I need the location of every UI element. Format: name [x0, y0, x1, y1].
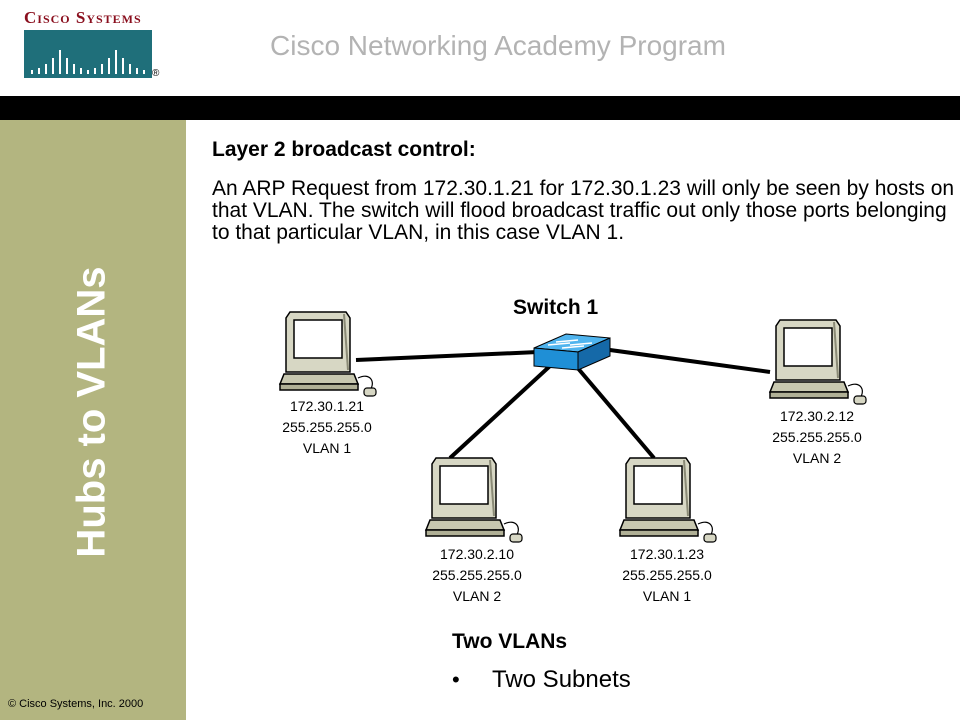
logo-text: Cisco Systems — [24, 8, 142, 27]
network-diagram — [279, 311, 867, 543]
sidebar-title: Hubs to VLANs — [69, 266, 114, 558]
logo-registered-mark: ® — [152, 68, 160, 79]
bullet-text: Two Subnets — [492, 666, 631, 693]
link-host-4 — [609, 348, 771, 374]
host-vlan: VLAN 2 — [792, 450, 842, 466]
switch-icon — [533, 333, 611, 371]
link-host-2 — [448, 364, 552, 460]
computer-icon — [425, 457, 523, 543]
header-divider-bar — [0, 96, 960, 120]
host-ip: 172.30.1.23 — [630, 546, 704, 562]
sidebar-panel — [0, 120, 186, 720]
switch-label: Switch 1 — [513, 296, 599, 319]
cisco-logo: Cisco Systems ® — [24, 8, 164, 84]
slide-heading: Layer 2 broadcast control: — [212, 138, 476, 161]
computer-icon — [619, 457, 717, 543]
link-host-3 — [574, 364, 656, 460]
summary-title: Two VLANs — [452, 630, 568, 653]
host-vlan: VLAN 1 — [302, 440, 352, 456]
program-title: Cisco Networking Academy Program — [270, 30, 726, 61]
host-ip: 172.30.2.10 — [440, 546, 514, 562]
host-vlan: VLAN 1 — [642, 588, 692, 604]
computer-icon — [769, 319, 867, 405]
bullet-icon: • — [452, 667, 460, 692]
host-mask: 255.255.255.0 — [432, 567, 522, 583]
link-host-1 — [355, 350, 539, 362]
host-ip: 172.30.2.12 — [780, 408, 854, 424]
host-mask: 255.255.255.0 — [622, 567, 712, 583]
host-vlan: VLAN 2 — [452, 588, 502, 604]
host-mask: 255.255.255.0 — [282, 419, 372, 435]
host-label: 172.30.2.10 255.255.255.0 VLAN 2 — [412, 544, 542, 607]
slide-paragraph: An ARP Request from 172.30.1.21 for 172.… — [212, 177, 955, 244]
host-label: 172.30.2.12 255.255.255.0 VLAN 2 — [752, 406, 882, 469]
summary-bullet-item: • Two Subnets — [452, 666, 631, 694]
logo-bridge-icon — [24, 30, 152, 78]
host-label: 172.30.1.21 255.255.255.0 VLAN 1 — [262, 396, 392, 459]
host-ip: 172.30.1.21 — [290, 398, 364, 414]
host-label: 172.30.1.23 255.255.255.0 VLAN 1 — [602, 544, 732, 607]
host-mask: 255.255.255.0 — [772, 429, 862, 445]
copyright-notice: © Cisco Systems, Inc. 2000 — [8, 698, 144, 710]
computer-icon — [279, 311, 377, 397]
